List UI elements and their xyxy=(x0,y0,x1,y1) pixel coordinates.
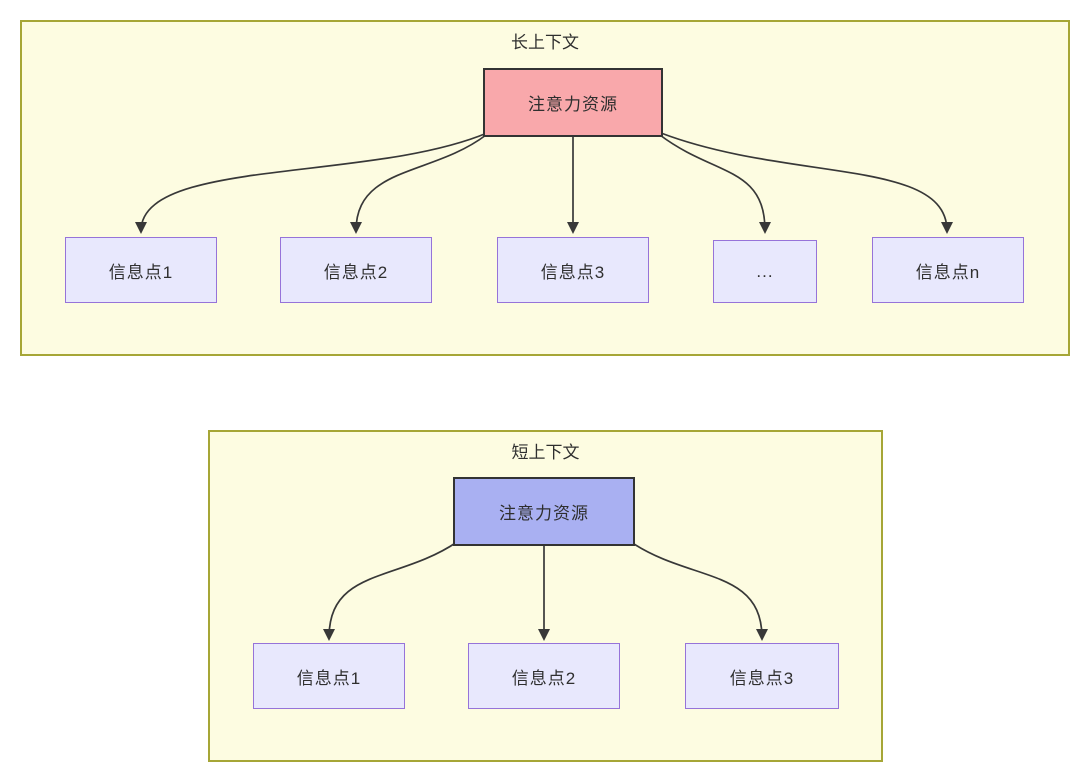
info-node-long-ellipsis: ... xyxy=(713,240,817,303)
info-node-short-1: 信息点1 xyxy=(253,643,405,709)
info-node-long-1: 信息点1 xyxy=(65,237,217,303)
info-node-long-3: 信息点3 xyxy=(497,237,649,303)
long-context-title: 长上下文 xyxy=(511,33,579,52)
info-node-short-2: 信息点2 xyxy=(468,643,620,709)
info-node-long-2: 信息点2 xyxy=(280,237,432,303)
info-node-short-3: 信息点3 xyxy=(685,643,839,709)
attention-resource-box-long: 注意力资源 xyxy=(483,68,663,137)
attention-resource-box-short: 注意力资源 xyxy=(453,477,635,546)
short-context-title: 短上下文 xyxy=(511,443,580,462)
info-node-long-n: 信息点n xyxy=(872,237,1024,303)
